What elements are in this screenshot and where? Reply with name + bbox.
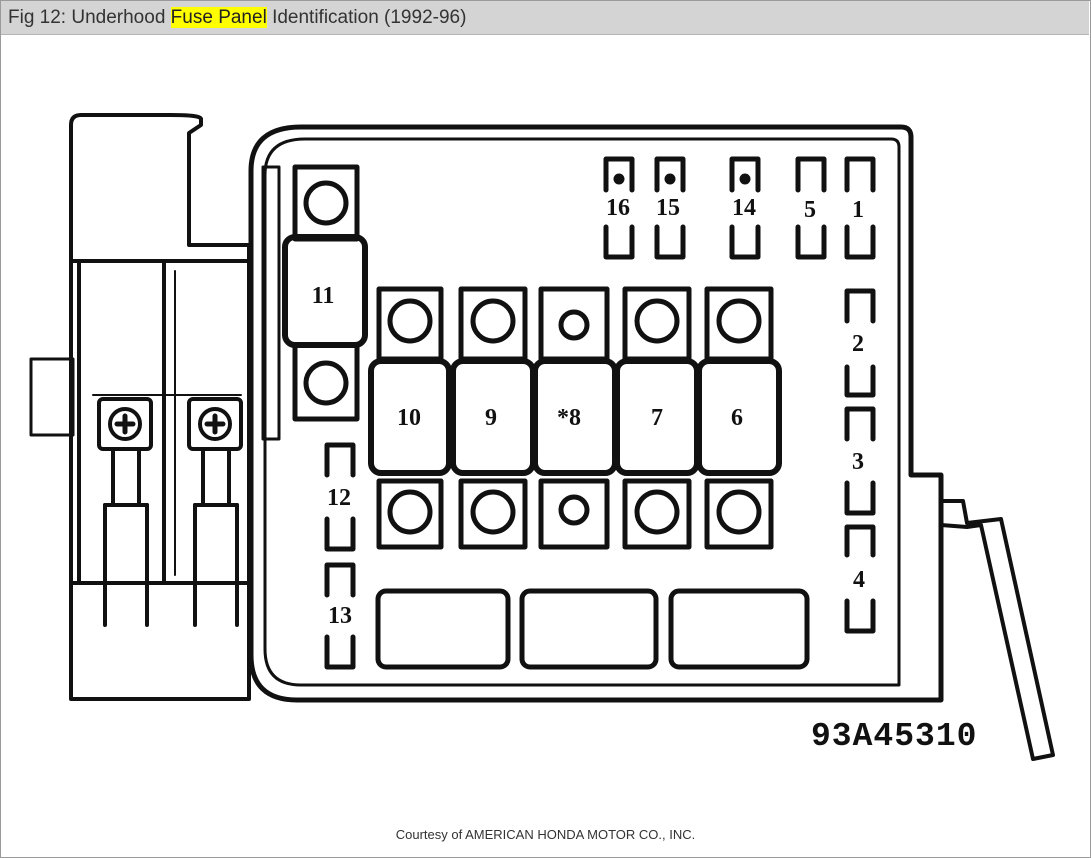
fuse-5: 5 [795,156,827,260]
fuse-label-8: *8 [557,405,581,431]
fuse-10: 10 [368,286,452,550]
fuse-2: 2 [844,288,876,398]
part-code: 93A45310 [811,718,977,755]
fuse-4: 4 [844,524,876,634]
title-suffix: Identification (1992-96) [266,7,467,28]
fuse-label-16: 16 [606,195,630,221]
terminal-left [97,397,153,627]
fuse-label-11: 11 [312,283,335,309]
fuse-label-13: 13 [328,603,352,629]
side-cable [939,499,1055,761]
fuse-label-2: 2 [852,331,864,357]
fuse-label-4: 4 [853,567,865,593]
fuse-label-14: 14 [732,195,756,221]
fuse-label-10: 10 [397,405,421,431]
fuse-12: 12 [324,442,356,552]
fuse-label-3: 3 [852,449,864,475]
fuse-1: 1 [844,156,876,260]
title-highlight: Fuse Panel [170,7,267,28]
fuse-label-15: 15 [656,195,680,221]
fuse-label-9: 9 [485,405,497,431]
fuse-label-12: 12 [327,485,351,511]
fuse-9: 9 [450,286,536,550]
courtesy-credit: Courtesy of AMERICAN HONDA MOTOR CO., IN… [395,827,696,842]
fuse-8: *8 [532,286,618,550]
fuse-14: 14 [729,156,761,260]
fuse-box-housing [248,124,944,703]
fuse-label-6: 6 [731,405,743,431]
fuse-panel-diagram: 11 10 9 *8 7 [29,113,1055,761]
mounting-bracket [29,113,251,701]
fuse-3: 3 [844,406,876,516]
fuse-label-1: 1 [852,197,864,223]
terminal-right [187,397,243,627]
figure-title: Fig 12: Underhood Fuse Panel Identificat… [1,1,1089,35]
fuse-16: 16 [603,156,635,260]
fuse-label-5: 5 [804,197,816,223]
title-prefix: Fig 12: Underhood [8,7,171,28]
fuse-label-7: 7 [651,405,663,431]
fuse-7: 7 [614,286,700,550]
fuse-15: 15 [654,156,686,260]
blank-slots [375,588,810,670]
fuse-13: 13 [324,562,356,670]
fuse-6: 6 [696,286,782,550]
fuse-11: 11 [282,164,368,422]
